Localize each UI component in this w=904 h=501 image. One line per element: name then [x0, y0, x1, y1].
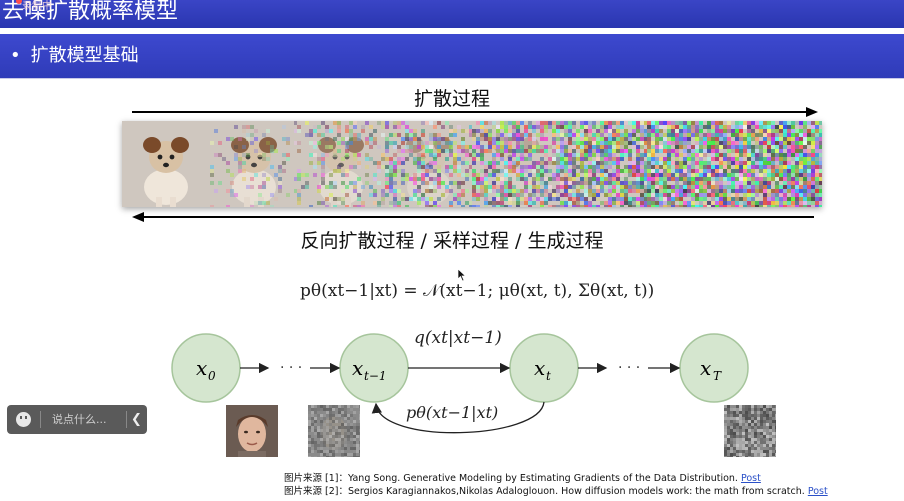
section-title: • 扩散模型基础 — [10, 34, 139, 78]
reference-2-link[interactable]: Post — [807, 486, 828, 497]
recording-badge: 录制中 — [22, 1, 52, 12]
chevron-left-icon[interactable]: ❮ — [131, 412, 142, 427]
forward-edge-label: q(xt|xt−1) — [414, 328, 502, 348]
svg-text:0: 0 — [208, 369, 216, 383]
bullet: • — [10, 45, 21, 66]
svg-text:x: x — [352, 356, 363, 380]
diffusion-frame — [209, 121, 297, 207]
diffusion-frame — [384, 121, 472, 207]
reference-1: 图片来源 [1]：Yang Song. Generative Modeling … — [284, 473, 761, 484]
diffusion-frame — [559, 121, 647, 207]
svg-text:t: t — [546, 369, 551, 383]
diffusion-frame — [122, 121, 210, 207]
reference-1-link[interactable]: Post — [740, 473, 761, 484]
node-xT: x T — [679, 333, 749, 403]
face-noisy-image — [308, 405, 360, 457]
reverse-arrow-icon — [132, 212, 814, 222]
reference-2: 图片来源 [2]：Sergios Karagiannakos,Nikolas A… — [284, 486, 828, 497]
diffusion-frame — [297, 121, 385, 207]
divider — [126, 411, 127, 428]
divider — [40, 411, 41, 428]
chat-input-bar[interactable]: 说点什么... ❮ — [7, 405, 147, 434]
svg-text:x: x — [196, 356, 207, 380]
pure-noise-image — [724, 405, 776, 457]
title-bar: 去噪扩散概率模型 录制中 — [0, 0, 904, 28]
page-title: 去噪扩散概率模型 — [2, 0, 179, 24]
reverse-edge-label: pθ(xt−1|xt) — [406, 403, 498, 422]
svg-text:t−1: t−1 — [364, 369, 387, 383]
forward-arrow-icon — [132, 107, 818, 117]
chat-placeholder[interactable]: 说点什么... — [52, 413, 107, 426]
mouse-cursor-icon — [457, 268, 467, 282]
node-x0: x 0 — [171, 333, 241, 403]
section-bar: • 扩散模型基础 — [0, 34, 904, 79]
ellipsis-right: · · · — [618, 360, 640, 376]
svg-text:x: x — [534, 356, 545, 380]
section-title-text: 扩散模型基础 — [30, 45, 139, 66]
node-xt: x t — [509, 333, 579, 403]
svg-text:T: T — [713, 369, 722, 383]
smiley-icon[interactable] — [16, 412, 31, 427]
diffusion-frame — [472, 121, 560, 207]
svg-text:x: x — [700, 356, 711, 380]
diffusion-frame — [734, 121, 822, 207]
forward-process-label: 扩散过程 — [413, 88, 490, 110]
edge-reverse-p — [371, 401, 545, 434]
diffusion-image-strip — [122, 121, 822, 207]
reverse-process-label: 反向扩散过程 / 采样过程 / 生成过程 — [300, 230, 604, 252]
diffusion-frame — [647, 121, 735, 207]
references: 图片来源 [1]：Yang Song. Generative Modeling … — [284, 472, 828, 498]
node-xt-minus-1: x t−1 — [339, 333, 409, 403]
face-clean-image — [226, 405, 278, 457]
recording-icon — [16, 0, 22, 4]
reverse-process-formula: pθ(xt−1|xt) = 𝒩(xt−1; μθ(xt, t), Σθ(xt, … — [300, 281, 655, 301]
ellipsis-left: · · · — [280, 360, 302, 376]
